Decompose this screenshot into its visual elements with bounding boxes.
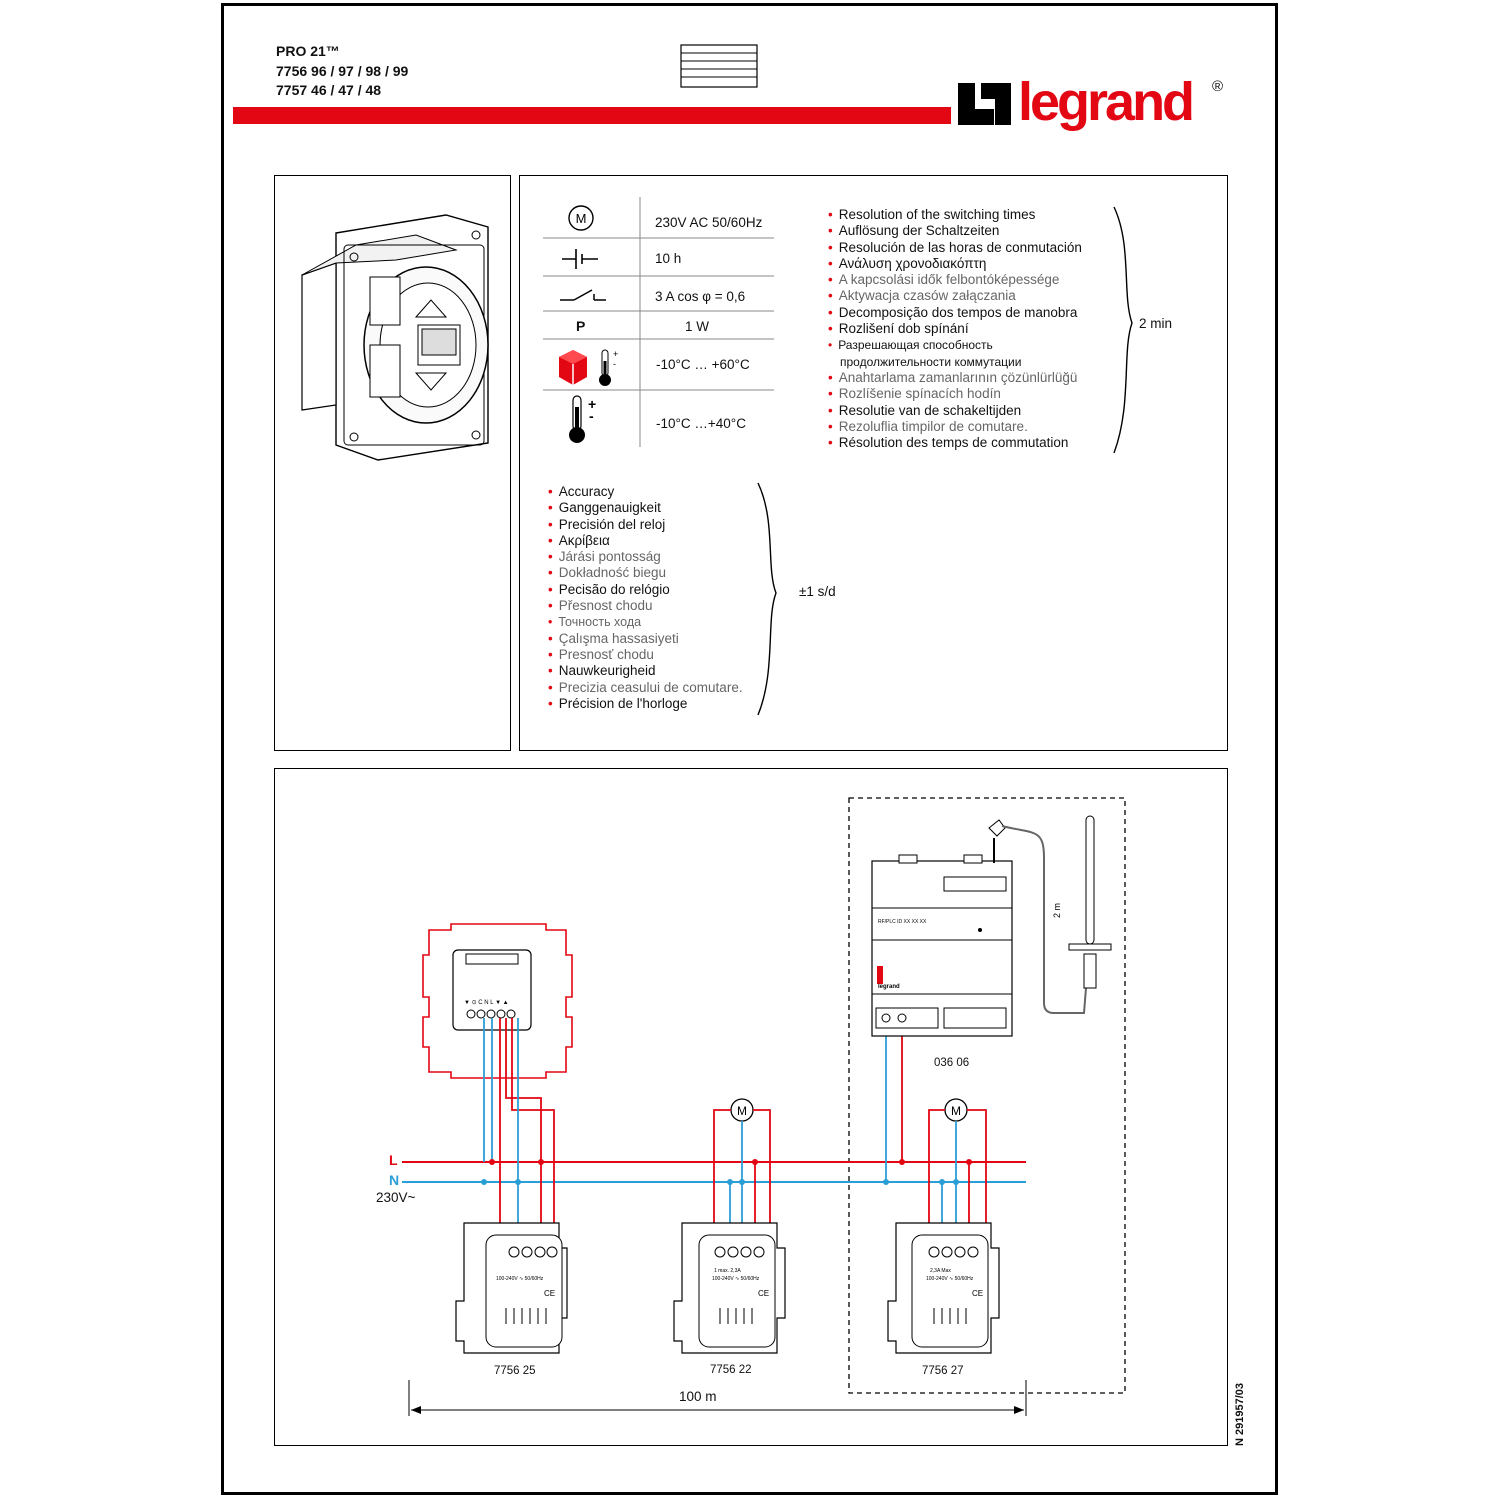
wiring-diagram-panel: [274, 768, 1228, 1446]
svg-text:CE: CE: [758, 1289, 769, 1298]
list-item: •Dokładność biegu: [548, 565, 667, 581]
list-item: •Decomposição dos tempos de manobra: [828, 304, 1078, 320]
distance-label: 100 m: [679, 1389, 717, 1404]
list-item: •Precisión del reloj: [548, 516, 666, 532]
registered-mark: ®: [1212, 78, 1224, 95]
brace-accuracy: [757, 482, 777, 716]
product-image-panel: [274, 175, 511, 751]
list-item: •Resolución de las horas de conmutación: [828, 239, 1082, 255]
list-item: •Précision de l'horloge: [548, 695, 688, 711]
list-item: •Ανάλυση χρονοδιακόπτη: [828, 255, 987, 271]
header-red-bar: [233, 107, 951, 124]
legrand-logo-icon: [958, 83, 1011, 125]
svg-text:1 max. 2,3A: 1 max. 2,3A: [714, 1268, 741, 1274]
product-illustration: [301, 214, 489, 461]
list-item: •A kapcsolási idők felbontóképessége: [828, 272, 1060, 288]
svg-text:▼ ⊙ C N L ▼ ▲: ▼ ⊙ C N L ▼ ▲: [464, 1000, 509, 1006]
svg-text:CE: CE: [544, 1289, 555, 1298]
svg-text:+: +: [588, 396, 596, 412]
gateway-module: RF/PLC ID XX XX XX legrand: [871, 819, 1013, 1037]
list-item: •Pecisão do relógio: [548, 581, 670, 597]
list-item: •Résolution des temps de commutation: [828, 435, 1069, 451]
switching-resolution-list: •Resolution of the switching times •Aufl…: [828, 207, 1082, 451]
svg-text:+: +: [613, 349, 618, 359]
radio-zone-boundary: [848, 797, 1126, 1394]
line-n-label: N: [389, 1172, 400, 1188]
spec-value-reserve: 10 h: [655, 251, 682, 266]
receiver-c: 2,3A Max 100-240V ∿ 50/60Hz CE: [887, 1222, 1000, 1354]
wiring-diagram: ▼ ⊙ C N L ▼ ▲ M M RF/PLC ID XX: [402, 797, 1126, 1416]
list-item: •Anahtarlama zamanlarının çözünlürlüğü: [828, 369, 1078, 385]
timer-module: ▼ ⊙ C N L ▼ ▲: [422, 923, 573, 1079]
document-number: N 291957/03: [1234, 1383, 1246, 1446]
switch-contact-icon: [560, 289, 606, 301]
svg-text:CE: CE: [972, 1289, 983, 1298]
spec-table-grid: [543, 197, 774, 447]
product-name: PRO 21™: [276, 43, 340, 59]
svg-text:-: -: [589, 408, 594, 424]
list-item: •Rezoluflia timpilor de comutare.: [828, 418, 1028, 434]
receiver-b: 1 max. 2,3A 100-240V ∿ 50/60Hz CE: [673, 1222, 786, 1354]
list-item: •Precizia ceasului de comutare.: [548, 679, 743, 695]
list-item: •Разрешающая способность: [828, 338, 993, 353]
brand-wordmark: legrand: [1018, 72, 1195, 132]
svg-text:100-240V ∿ 50/60Hz: 100-240V ∿ 50/60Hz: [496, 1276, 544, 1282]
list-item: •Точность хода: [548, 615, 642, 630]
svg-text:M: M: [951, 1104, 961, 1118]
svg-text:RF/PLC ID XX XX XX: RF/PLC ID XX XX XX: [878, 919, 927, 925]
motor-icon: M: [568, 205, 594, 231]
storage-temperature-icon: + -: [559, 349, 618, 386]
list-item: •Ακρίβεια: [548, 532, 610, 548]
list-item: •Přesnost chodu: [548, 598, 653, 614]
list-item: •Rozlišení dob spínání: [828, 321, 969, 337]
accuracy-value: ±1 s/d: [799, 584, 836, 599]
document-icon: [680, 44, 758, 88]
accuracy-list: •Accuracy •Ganggenauigkeit •Precisión de…: [548, 484, 743, 712]
operating-temperature-icon: + -: [569, 395, 596, 443]
svg-text:M: M: [576, 211, 587, 226]
list-item: •Çalışma hassasiyeti: [548, 630, 679, 646]
list-item: •Accuracy: [548, 484, 615, 499]
specs-panel: [519, 175, 1228, 751]
list-item: •Rozlíšenie spínacích hodín: [828, 386, 1001, 402]
receiver-a: 100-240V ∿ 50/60Hz CE: [455, 1222, 568, 1354]
spec-value-supply: 230V AC 50/60Hz: [655, 215, 763, 230]
spec-value-storage-temp: -10°C … +60°C: [656, 357, 750, 372]
voltage-label: 230V~: [376, 1190, 416, 1205]
receiver-c-ref: 7756 27: [922, 1365, 964, 1377]
svg-text:M: M: [737, 1104, 747, 1118]
list-item-continued: продолжительности коммутации: [840, 354, 1022, 369]
list-item: •Resolutie van de schakeltijden: [828, 402, 1022, 418]
page-frame: [221, 3, 1278, 1495]
svg-text:2 m: 2 m: [1052, 903, 1062, 918]
svg-text:100-240V ∿ 50/60Hz: 100-240V ∿ 50/60Hz: [712, 1276, 760, 1282]
list-item: •Auflösung der Schaltzeiten: [828, 223, 1000, 239]
list-item: •Ganggenauigkeit: [548, 500, 661, 516]
receiver-b-ref: 7756 22: [710, 1364, 752, 1376]
spec-value-operating-temp: -10°C …+40°C: [656, 416, 746, 431]
svg-text:legrand: legrand: [878, 984, 900, 990]
antenna-icon: [1068, 815, 1112, 989]
line-l-label: L: [389, 1152, 398, 1168]
list-item: •Aktywacja czasów załączania: [828, 288, 1016, 304]
battery-icon: [562, 249, 598, 269]
svg-text:100-240V ∿ 50/60Hz: 100-240V ∿ 50/60Hz: [926, 1276, 974, 1282]
gateway-ref: 036 06: [934, 1057, 970, 1069]
spec-value-power: 1 W: [685, 319, 710, 334]
list-item: •Járási pontosság: [548, 549, 661, 565]
list-item: •Presnosť chodu: [548, 646, 654, 662]
power-icon: P: [576, 318, 586, 334]
list-item: •Nauwkeurigheid: [548, 663, 656, 679]
list-item: •Resolution of the switching times: [828, 207, 1036, 222]
svg-text:2,3A Max: 2,3A Max: [930, 1268, 951, 1274]
switching-resolution-value: 2 min: [1139, 316, 1173, 331]
product-refs-line2: 7757 46 / 47 / 48: [276, 82, 382, 98]
brace-switching: [1113, 206, 1133, 454]
product-refs-line1: 7756 96 / 97 / 98 / 99: [276, 63, 409, 79]
svg-text:-: -: [613, 359, 616, 369]
spec-value-contact: 3 A cos φ = 0,6: [655, 289, 746, 304]
receiver-a-ref: 7756 25: [494, 1365, 536, 1377]
